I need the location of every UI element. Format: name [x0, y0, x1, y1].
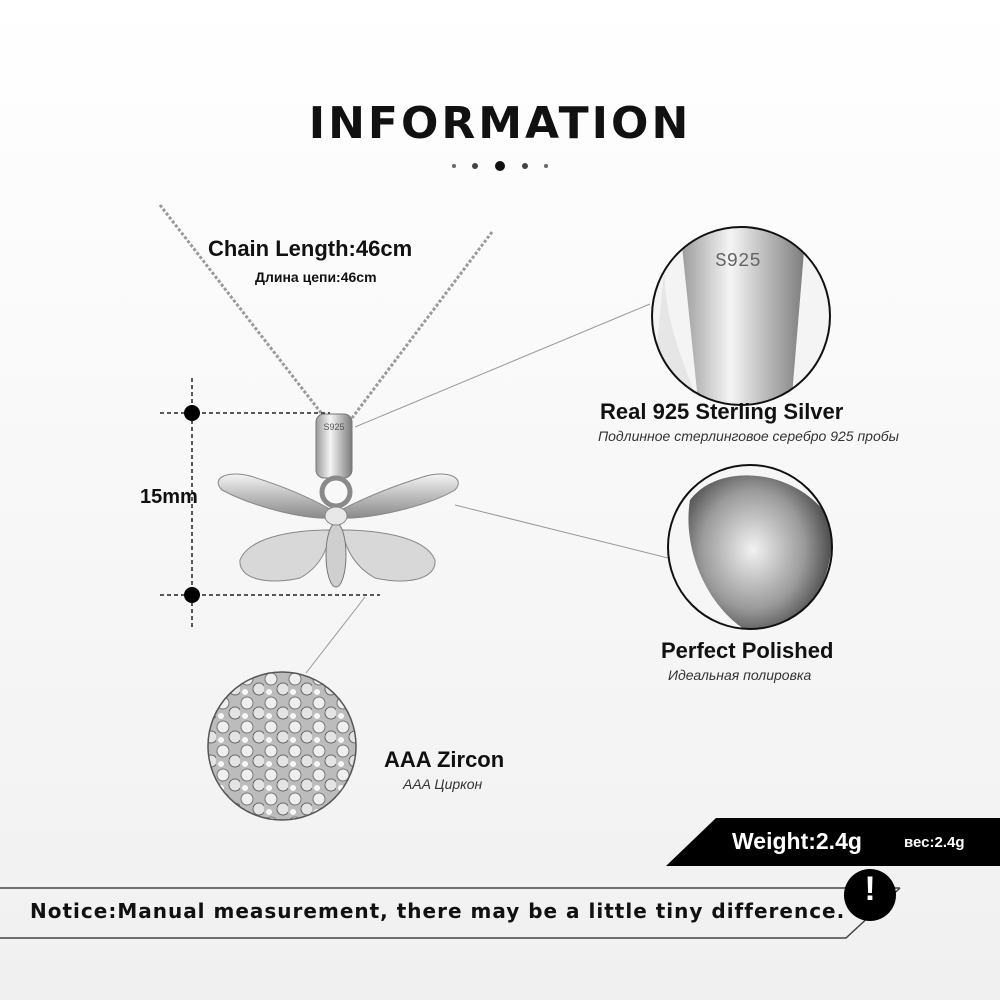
weight-label-ru: вес:2.4g	[904, 834, 965, 851]
polish-detail-circle	[667, 464, 833, 630]
zircon-label-ru: AAA Циркон	[403, 776, 483, 792]
exclamation-icon: !	[864, 870, 876, 908]
silver-label: Real 925 Sterling Silver	[600, 399, 844, 424]
pendant-size-label: 15mm	[140, 486, 198, 508]
polish-label: Perfect Polished	[661, 638, 834, 663]
weight-label: Weight:2.4g	[732, 828, 862, 854]
chain	[158, 204, 494, 419]
title-dots-divider	[452, 161, 548, 171]
zircon-detail-circle	[207, 671, 357, 821]
notice-text: Notice:Manual measurement, there may be …	[30, 899, 846, 923]
silver-label-ru: Подлинное стерлинговое серебро 925 пробы	[598, 428, 899, 444]
polish-label-ru: Идеальная полировка	[668, 667, 812, 683]
zircon-label: AAA Zircon	[384, 747, 505, 772]
pendant: S925	[217, 413, 459, 588]
chain-length-label: Chain Length:46cm	[208, 236, 413, 261]
dimension-markers	[160, 378, 380, 630]
chain-length-label-ru: Длина цепи:46cm	[255, 269, 377, 285]
leader-lines	[305, 303, 669, 674]
silver-stamp-text: S925	[715, 250, 761, 272]
svg-text:S925: S925	[323, 422, 344, 432]
silver-detail-circle: S925	[651, 226, 831, 406]
page-title: INFORMATION	[308, 98, 692, 149]
